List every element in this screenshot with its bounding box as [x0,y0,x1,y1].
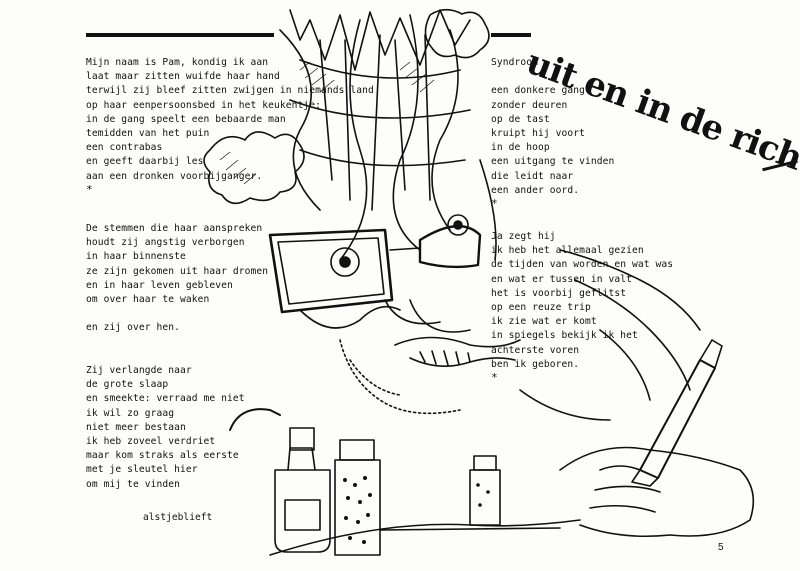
poem-line: en wat er tussen in valt [491,273,633,285]
poem-line: een ander oord. [491,184,580,196]
poem-line [491,70,614,84]
poem-line: aan een dronken voorbijganger. [86,170,263,182]
poem-line: in de hoop [491,142,550,154]
poem-line: niet meer bestaan [86,421,186,433]
poem-line: in de gang speelt een bebaarde man [86,113,286,125]
poem-line: met je sleutel hier [86,464,198,476]
poem-line: ze zijn gekomen uit haar dromen [86,265,269,277]
poem-line: temidden van het puin [86,127,210,139]
poem-line: Ja zegt hij [491,231,556,242]
poem-left-stanza-2: De stemmen die haar aanspreken houdt zij … [86,222,268,336]
poem-line: Zij verlangde naar [86,365,192,376]
poem-syndroom-stanza-2: Ja zegt hij ik heb het allemaal gezien de … [491,230,673,386]
page-number: 5 [718,542,724,553]
poem-line: ben ik geboren. [491,358,580,370]
poem-line: en in haar leven gebleven [86,279,233,291]
poem-line: op haar eenpersoonsbed in het keukentje; [86,99,322,111]
poem-line: ik heb het allemaal gezien [491,245,644,257]
poem-line: een contrabas [86,142,163,154]
poem-line: Mijn naam is Pam, kondig ik aan [86,57,269,68]
poem-line: de grote slaap [86,379,169,391]
poem-line: terwijl zij bleef zitten zwijgen in niem… [86,85,374,97]
top-rule-right [491,33,531,37]
top-rule-left [86,33,274,37]
poem-line: en smeekte: verraad me niet [86,393,245,405]
poem-line: ik heb zoveel verdriet [86,435,216,447]
poem-line: en geeft daarbij les [86,156,204,168]
poem-line: De stemmen die haar aanspreken [86,223,263,234]
poem-line [86,307,268,321]
stanza-separator: * [86,182,93,196]
poem-line: de tijden van worden en wat was [491,259,674,271]
poem-line: in haar binnenste [86,251,186,263]
poem-line: ik zie wat er komt [491,316,597,328]
poem-line: maar kom straks als eerste [86,450,239,462]
poem-left-stanza-1: Mijn naam is Pam, kondig ik aan laat maar… [86,56,374,198]
poem-left-stanza-3: Zij verlangde naar de grote slaap en smeek… [86,364,245,492]
poem-line: kruipt hij voort [491,127,586,139]
poem-line: op een reuze trip [491,301,591,313]
poem-line: houdt zij angstig verborgen [86,237,245,249]
poem-line: zonder deuren [491,99,568,111]
poem-line: om over haar te waken [86,293,210,305]
poem-line: en zij over hen. [86,322,181,334]
poem-line: een donkere gang [491,85,586,97]
poem-line: Syndroom [491,57,539,68]
poem-line: het is voorbij geflitst [491,287,627,299]
stanza-separator: * [491,370,498,384]
poem-line: om mij te vinden [86,478,181,490]
poem-line: in spiegels bekijk ik het [491,330,638,342]
poem-signoff: alstjeblieft [143,512,213,523]
poem-line: die leidt naar [491,170,574,182]
poem-syndroom-stanza-1: Syndroom een donkere gang zonder deuren op … [491,56,614,212]
poem-line: op de tast [491,113,550,125]
stanza-separator: * [491,196,498,210]
poem-line: achterste voren [491,344,580,356]
poem-line: ik wil zo graag [86,407,175,419]
poem-line: een uitgang te vinden [491,156,615,168]
poem-line: laat maar zitten wuifde haar hand [86,71,280,83]
